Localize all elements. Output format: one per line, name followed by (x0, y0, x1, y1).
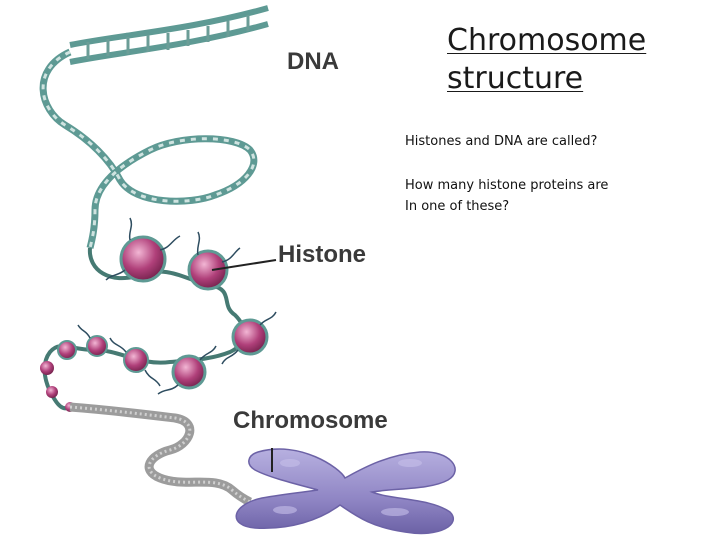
question-text: In one of these? (405, 199, 510, 214)
nucleosome (123, 347, 149, 373)
question-1: Histones and DNA are called? (405, 131, 705, 152)
nucleosome-group (40, 217, 277, 412)
chromosome-label: Chromosome (233, 407, 388, 434)
nucleosome (231, 318, 269, 356)
chromatin-fiber (69, 402, 253, 507)
nucleosome (171, 354, 207, 390)
nucleosome (40, 361, 54, 375)
nucleosome (46, 386, 58, 398)
histone-pointer (211, 259, 277, 271)
nucleosome (187, 249, 229, 291)
dna-ladder (69, 5, 269, 65)
dna-helix-coils (39, 48, 258, 249)
title-line: structure (447, 61, 584, 96)
nucleosome (119, 235, 167, 283)
dna-label: DNA (287, 48, 339, 75)
slide-title: Chromosome structure (447, 22, 717, 98)
histone-label: Histone (278, 241, 366, 268)
chromosome-shape (235, 448, 456, 535)
question-text: How many histone proteins are (405, 178, 609, 193)
nucleosome (57, 340, 77, 360)
question-text: Histones and DNA are called? (405, 134, 598, 149)
title-line: Chromosome (447, 23, 647, 58)
question-2: How many histone proteins are In one of … (405, 175, 705, 217)
nucleosome (86, 335, 108, 357)
